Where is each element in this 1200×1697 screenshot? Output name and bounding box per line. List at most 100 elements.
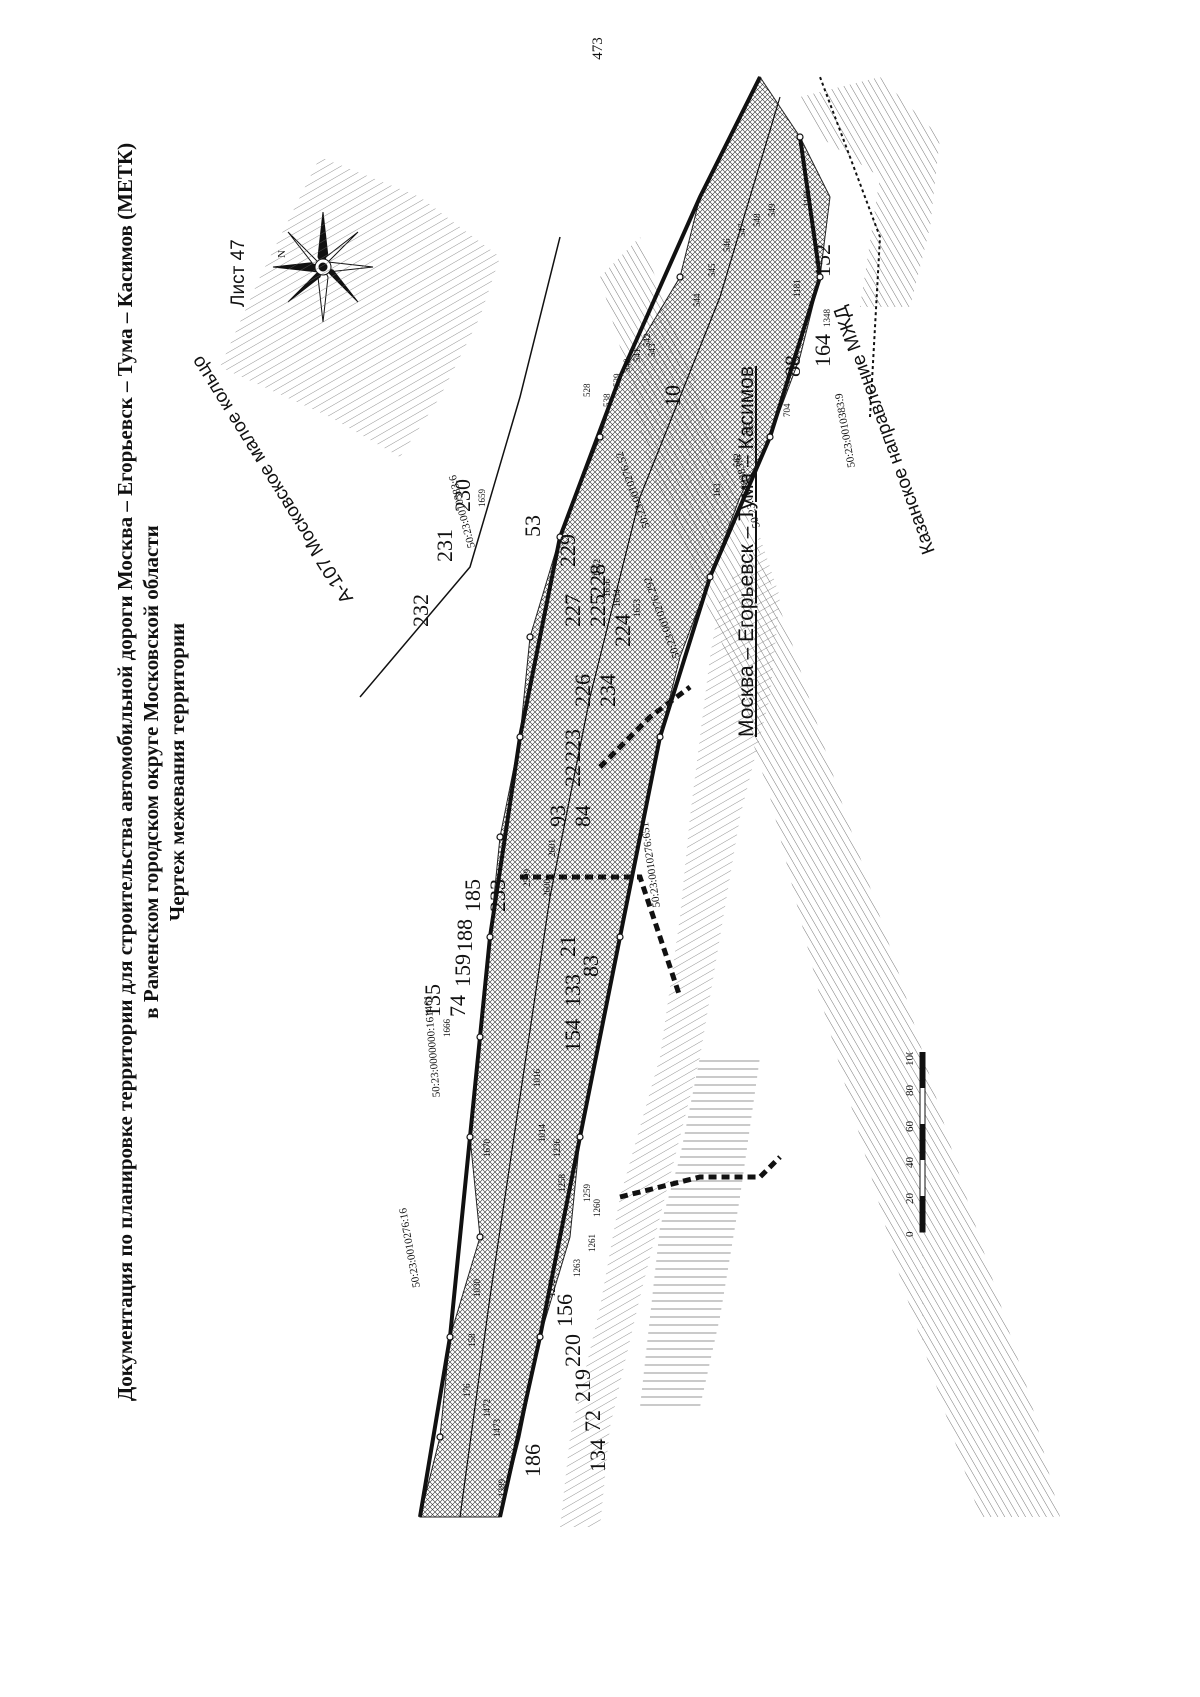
point-number: 543 — [647, 343, 657, 357]
point-number: 1259 — [582, 1184, 592, 1203]
point-number: 176 — [462, 1383, 472, 1397]
plot-number: 228 — [585, 564, 610, 597]
plot-numbers: 186 134 72 219 220 156 135 74 159 188 18… — [408, 244, 835, 1477]
plot-number: 220 — [560, 1334, 585, 1367]
plot-number: 164 — [810, 334, 835, 367]
point-number: 2601 — [547, 839, 557, 857]
point-number: 2600 — [542, 879, 552, 898]
point-number: 1389 — [497, 1479, 507, 1498]
plot-number: 22 — [560, 765, 585, 787]
boundary-dashed-3 — [598, 685, 692, 769]
plot-number: 223 — [560, 729, 585, 762]
plot-number: 134 — [585, 1439, 610, 1472]
point-numbers: 1389 1473 1472 176 158 1030 1670 1666 10… — [442, 189, 832, 1497]
plot-number: 135 — [420, 984, 445, 1017]
railway-hatch — [800, 77, 940, 307]
scale-tick: 60 — [904, 1121, 916, 1133]
point-number: 1186 — [802, 189, 812, 207]
point-number: 540 — [622, 358, 632, 372]
hatched-zone-east — [220, 157, 500, 457]
point-number: 1181 — [792, 279, 802, 297]
cadastral-number: 50:23:0010276:651 — [639, 821, 663, 908]
point-number: 1473 — [492, 1419, 502, 1438]
point-number: 2599 — [522, 869, 532, 888]
plot-number: 229 — [555, 534, 580, 567]
plot-number: 154 — [560, 1019, 585, 1052]
point-number: 705 — [742, 423, 752, 437]
plot-number: 231 — [432, 529, 457, 562]
plot-number: 93 — [545, 805, 570, 827]
plot-number: 72 — [580, 1410, 605, 1432]
point-number: 1014 — [537, 1124, 547, 1143]
plot-number: 219 — [570, 1369, 595, 1402]
point-number: 1653 — [632, 599, 642, 618]
plot-number: 232 — [408, 594, 433, 627]
point-number: 538 — [602, 393, 612, 407]
plot-number: 88 — [780, 355, 805, 377]
point-number: 1670 — [482, 1139, 492, 1158]
point-number: 562 — [732, 454, 742, 468]
boundary-dashed-1 — [619, 1155, 782, 1200]
plot-number: 227 — [560, 594, 585, 627]
point-number: 544 — [692, 293, 702, 307]
plot-number: 84 — [570, 805, 595, 827]
point-number: 1659 — [477, 489, 487, 508]
point-number: 1236 — [552, 1139, 562, 1158]
point-number: 1258 — [557, 1174, 567, 1193]
point-number: 1263 — [572, 1259, 582, 1278]
point-number: 1666 — [442, 1019, 452, 1038]
point-number: 1261 — [587, 1234, 597, 1252]
point-number: 1030 — [472, 1279, 482, 1298]
road-center — [459, 96, 781, 1518]
scale-tick: 80 — [904, 1085, 916, 1097]
point-number: 542 — [642, 334, 652, 348]
plot-number: 152 — [810, 244, 835, 277]
plot-number: 185 — [460, 879, 485, 912]
point-number: 1348 — [822, 309, 832, 328]
plot-number: 21 — [555, 935, 580, 957]
point-number: 541 — [632, 349, 642, 363]
plot-number: 186 — [520, 1444, 545, 1477]
plot-number: 230 — [450, 479, 475, 512]
scale-tick: 20 — [904, 1193, 916, 1205]
point-number: 545 — [707, 263, 717, 277]
point-number: 528 — [582, 383, 592, 397]
point-number: 1652 — [592, 559, 602, 577]
plot-number: 159 — [450, 954, 475, 987]
scale-bar: 0 20 40 60 80 100 м — [895, 1040, 940, 1242]
point-number: 1654 — [612, 589, 622, 608]
point-number: 1016 — [532, 1069, 542, 1088]
route-label: Москва – Егорьевск – Тума – Касимов — [735, 366, 758, 737]
plot-number: 74 — [445, 995, 470, 1017]
point-number: 158 — [467, 1333, 477, 1347]
boundary-dashed-2 — [520, 874, 683, 998]
point-number: 1292 — [547, 1279, 557, 1297]
point-number: 1260 — [592, 1199, 602, 1218]
boundary-points — [436, 133, 824, 1441]
plot-number: 234 — [595, 674, 620, 707]
plot-number: 133 — [560, 974, 585, 1007]
ring-road-line — [359, 236, 561, 698]
plot-number: 156 — [552, 1294, 577, 1327]
point-number: 547 — [737, 223, 747, 237]
scale-tick: 40 — [904, 1157, 916, 1169]
point-number: 704 — [782, 403, 792, 417]
plot-number: 10 — [660, 385, 685, 407]
plot-number: 188 — [452, 919, 477, 952]
plot-number: 83 — [578, 955, 603, 977]
point-number: 1472 — [482, 1399, 492, 1417]
point-number: 163 — [712, 483, 722, 497]
cadastral-number: 50:23:0010383:9 — [833, 392, 858, 469]
hatched-zone-south — [560, 537, 780, 1527]
plot-number: 226 — [570, 674, 595, 707]
railway-line — [819, 76, 882, 418]
plot-number: 224 — [610, 614, 635, 647]
point-number: 539 — [612, 373, 622, 387]
plot-number: 53 — [520, 515, 545, 537]
vertical-hatch-zone — [640, 1057, 760, 1407]
point-number: 549 — [767, 203, 777, 217]
point-number: 1656 — [602, 579, 612, 598]
point-number: 548 — [752, 213, 762, 227]
